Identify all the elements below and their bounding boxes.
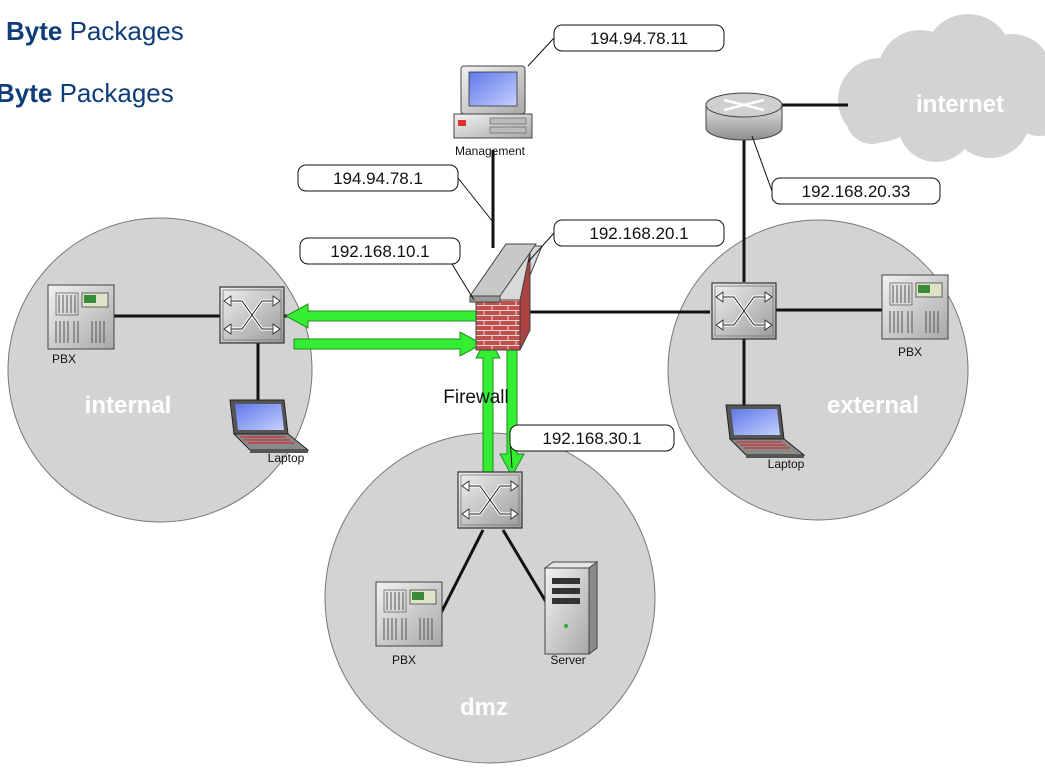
label-external-pbx: PBX (898, 345, 922, 359)
ip-box-firewall-external (553, 219, 725, 247)
external-switch-icon (710, 281, 778, 341)
arrow-firewall-to-dmz (499, 339, 525, 478)
title-line-2-bold: Byte (0, 78, 53, 108)
firewall-icon (469, 243, 543, 351)
arrows-layer (284, 303, 525, 478)
dmz-switch-icon (456, 470, 524, 530)
label-firewall: Firewall (443, 387, 508, 408)
management-pc-icon (453, 65, 533, 139)
ip-box-router (771, 177, 941, 205)
dmz-pbx-icon (375, 581, 443, 647)
internal-switch-icon (218, 285, 286, 345)
title-line-2: Byte Packages (0, 78, 174, 109)
ip-box-management-text: 194.94.78.11 (590, 29, 688, 48)
label-internal-pbx: PBX (52, 352, 76, 366)
label-dmz-server: Server (550, 653, 585, 667)
zone-external (667, 219, 969, 521)
link-dmz-switch-pbx (438, 529, 485, 616)
zone-internal (7, 217, 313, 523)
ip-box-firewall-dmz (509, 424, 675, 452)
zone-label-internet: internet (916, 91, 1004, 118)
ip-box-router-text: 192.168.20.33 (802, 182, 911, 201)
label-internal-laptop: Laptop (268, 451, 305, 465)
zone-label-dmz: dmz (460, 694, 508, 721)
labels-layer: internal external dmz internetManagementPBX… (52, 24, 1004, 721)
dmz-server-icon (543, 561, 599, 655)
title-line-1-text: Packages (62, 16, 184, 46)
ip-box-firewall-dmz-text: 192.168.30.1 (542, 429, 641, 448)
router-icon (705, 92, 783, 141)
ip-box-management (553, 24, 725, 52)
ip-box-firewall-external-text: 192.168.20.1 (589, 224, 688, 243)
arrow-internal-to-firewall (293, 331, 484, 357)
external-pbx-icon (881, 274, 949, 340)
label-management: Management (455, 144, 526, 158)
title-line-1: Byte Packages (6, 16, 184, 47)
devices-layer (47, 65, 949, 655)
ip-box-firewall-internal-text: 192.168.10.1 (330, 242, 429, 261)
ip-box-firewall-mgmt-text: 194.94.78.1 (333, 169, 423, 188)
ip-box-management-leader (527, 37, 555, 67)
ip-box-firewall-mgmt (297, 164, 459, 192)
label-dmz-pbx: PBX (392, 653, 416, 667)
title-line-2-text: Packages (52, 78, 174, 108)
internet-cloud (838, 14, 1045, 162)
link-dmz-switch-server (501, 529, 554, 613)
ip-box-firewall-mgmt-leader (457, 177, 494, 223)
ip-box-firewall-internal-leader (451, 263, 475, 301)
ip-box-firewall-internal (299, 237, 461, 265)
label-external-laptop: Laptop (768, 457, 805, 471)
title-line-1-bold: Byte (6, 16, 63, 46)
ip-box-router-leader (751, 135, 773, 192)
ip-box-firewall-external-leader (527, 232, 555, 263)
internal-pbx-icon (47, 284, 115, 350)
zone-label-external: external (827, 392, 919, 419)
arrow-firewall-to-internal (284, 303, 477, 329)
zone-label-internal: internal (85, 392, 172, 419)
